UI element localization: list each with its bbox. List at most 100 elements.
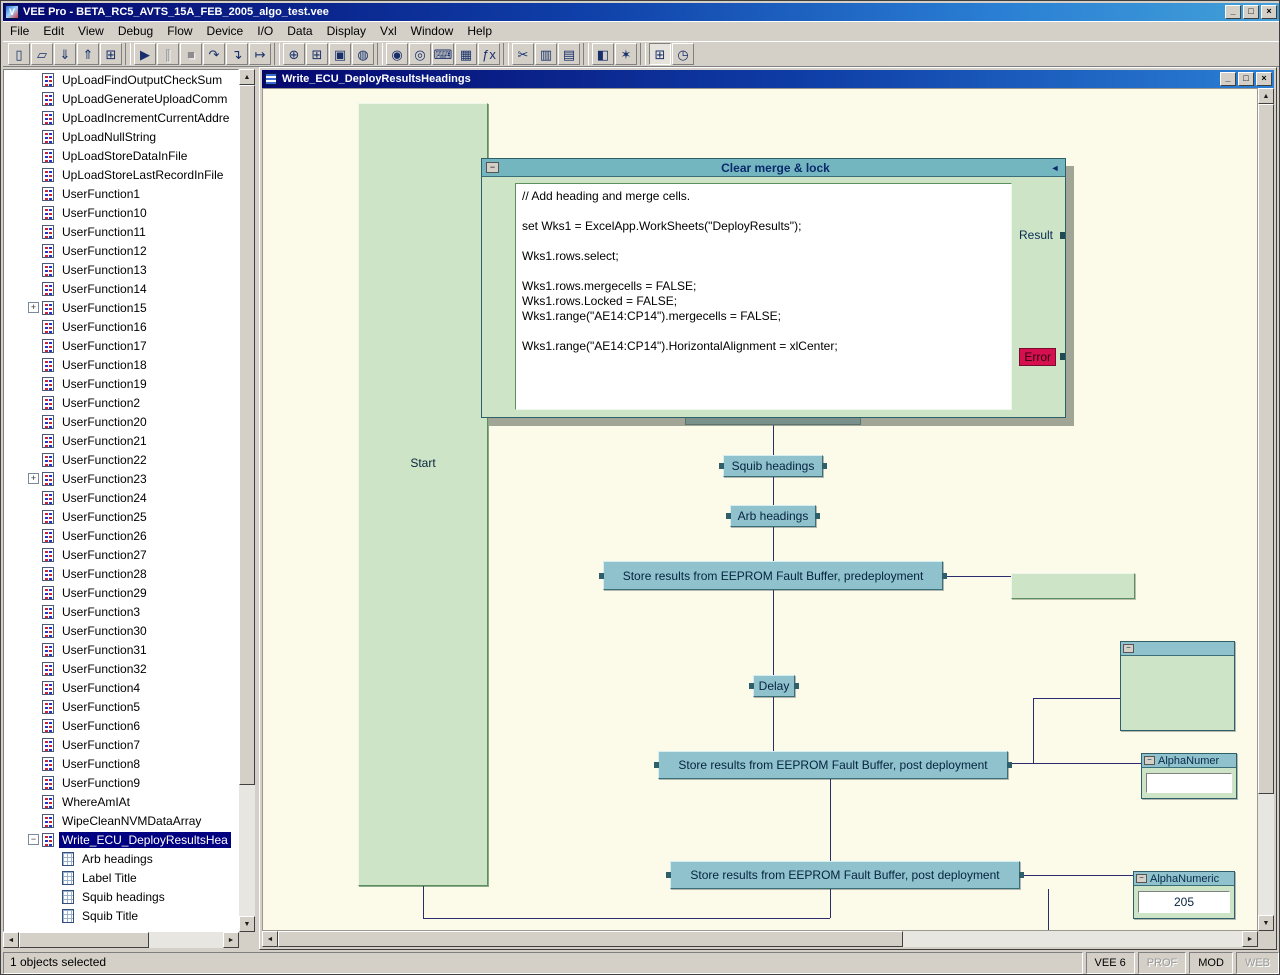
minimize-button[interactable]: _ (1225, 5, 1241, 19)
arb-headings-box[interactable]: Arb headings (730, 505, 816, 527)
collapsed-object[interactable]: − (1120, 641, 1235, 731)
tree-item[interactable]: WipeCleanNVMDataArray (4, 811, 238, 830)
result-display-box[interactable] (1011, 573, 1135, 599)
tree-item[interactable]: UserFunction14 (4, 279, 238, 298)
dialog-collapse-button[interactable]: − (486, 162, 499, 173)
tree-item[interactable]: UserFunction6 (4, 716, 238, 735)
pan-button[interactable]: ⊕ (283, 43, 305, 65)
tree-item[interactable]: Arb headings (4, 849, 238, 868)
alphanumeric-display-2[interactable]: −AlphaNumeric205 (1133, 871, 1235, 919)
function-tree[interactable]: UpLoadFindOutputCheckSumUpLoadGenerateUp… (3, 69, 239, 932)
menu-item-device[interactable]: Device (200, 22, 251, 40)
open-file-button[interactable]: ▱ (31, 43, 53, 65)
tree-item[interactable]: WhereAmIAt (4, 792, 238, 811)
scroll-up-icon[interactable]: ▲ (1258, 88, 1274, 104)
status-badge-prof[interactable]: PROF (1138, 952, 1187, 974)
tree-item[interactable]: −Write_ECU_DeployResultsHea (4, 830, 238, 849)
error-terminal[interactable] (1060, 353, 1065, 360)
tree-item[interactable]: UpLoadStoreLastRecordInFile (4, 165, 238, 184)
tree-item[interactable]: UpLoadStoreDataInFile (4, 146, 238, 165)
menu-item-io[interactable]: I/O (250, 22, 280, 40)
pause-button[interactable]: ∥ (157, 43, 179, 65)
print-button[interactable]: ⊞ (100, 43, 122, 65)
step-out-button[interactable]: ↦ (249, 43, 271, 65)
tree-item[interactable]: UpLoadIncrementCurrentAddre (4, 108, 238, 127)
result-pin[interactable]: Result (1015, 227, 1057, 243)
canvas-vscroll-thumb[interactable] (1258, 104, 1274, 794)
tree-item[interactable]: UserFunction5 (4, 697, 238, 716)
tree-item[interactable]: +UserFunction15 (4, 298, 238, 317)
tree-expander-icon[interactable]: + (28, 302, 39, 313)
tree-hscroll-thumb[interactable] (19, 932, 149, 948)
tree-item[interactable]: UpLoadGenerateUploadComm (4, 89, 238, 108)
tree-item[interactable]: UserFunction20 (4, 412, 238, 431)
save-file-button[interactable]: ⇓ (54, 43, 76, 65)
menu-item-debug[interactable]: Debug (111, 22, 160, 40)
object-titlebar[interactable]: − (1121, 642, 1234, 656)
capture-button[interactable]: ▦ (455, 43, 477, 65)
dialog-object-menu-icon[interactable]: ◄ (1048, 163, 1062, 173)
store-postdeployment-box-2[interactable]: Store results from EEPROM Fault Buffer, … (670, 861, 1020, 889)
tree-item[interactable]: UserFunction27 (4, 545, 238, 564)
find-button[interactable]: ◉ (386, 43, 408, 65)
status-badge-mod[interactable]: MOD (1189, 952, 1233, 974)
status-badge-vee6[interactable]: VEE 6 (1086, 952, 1135, 974)
formula-button[interactable]: ƒx (478, 43, 500, 65)
menu-item-window[interactable]: Window (404, 22, 461, 40)
tree-item[interactable]: UpLoadNullString (4, 127, 238, 146)
scroll-left-icon[interactable]: ◄ (3, 932, 19, 948)
tree-item[interactable]: UserFunction31 (4, 640, 238, 659)
timer-button[interactable]: ◷ (672, 43, 694, 65)
tree-item[interactable]: UpLoadFindOutputCheckSum (4, 70, 238, 89)
delay-box[interactable]: Delay (753, 675, 795, 697)
error-pin[interactable]: Error (1019, 348, 1056, 366)
tree-item[interactable]: UserFunction9 (4, 773, 238, 792)
mdi-close-button[interactable]: × (1256, 72, 1272, 86)
scroll-down-icon[interactable]: ▼ (239, 916, 255, 932)
tree-item[interactable]: +UserFunction23 (4, 469, 238, 488)
tree-item[interactable]: UserFunction26 (4, 526, 238, 545)
panel-view-button[interactable]: ⊞ (649, 43, 671, 65)
tree-vscroll-thumb[interactable] (239, 85, 255, 785)
object-titlebar[interactable]: −AlphaNumeric (1134, 872, 1234, 886)
menu-item-display[interactable]: Display (320, 22, 373, 40)
alphanumeric-display-1[interactable]: −AlphaNumer (1141, 753, 1237, 799)
canvas-hscroll-thumb[interactable] (278, 931, 903, 947)
tree-item[interactable]: UserFunction19 (4, 374, 238, 393)
tree-item[interactable]: UserFunction28 (4, 564, 238, 583)
object-titlebar[interactable]: −AlphaNumer (1142, 754, 1236, 768)
paste-button[interactable]: ▤ (558, 43, 580, 65)
clone-button[interactable]: ▣ (329, 43, 351, 65)
tree-expander-icon[interactable]: − (28, 834, 39, 845)
result-terminal[interactable] (1060, 232, 1065, 239)
collapse-button[interactable]: − (1144, 756, 1155, 765)
menu-item-file[interactable]: File (3, 22, 36, 40)
dialog-titlebar[interactable]: − Clear merge & lock ◄ (482, 159, 1065, 177)
mdi-restore-button[interactable]: □ (1238, 72, 1254, 86)
scroll-right-icon[interactable]: ► (1242, 931, 1258, 947)
copy-button[interactable]: ▥ (535, 43, 557, 65)
store-postdeployment-box-1[interactable]: Store results from EEPROM Fault Buffer, … (658, 751, 1008, 779)
tree-item[interactable]: UserFunction25 (4, 507, 238, 526)
tree-item[interactable]: UserFunction32 (4, 659, 238, 678)
add-object-button[interactable]: ⊞ (306, 43, 328, 65)
cut-button[interactable]: ✂ (512, 43, 534, 65)
tree-item[interactable]: Label Title (4, 868, 238, 887)
tree-item[interactable]: UserFunction16 (4, 317, 238, 336)
scroll-left-icon[interactable]: ◄ (262, 931, 278, 947)
tree-item[interactable]: UserFunction12 (4, 241, 238, 260)
clear-merge-lock-dialog[interactable]: − Clear merge & lock ◄ // Add heading an… (481, 158, 1066, 418)
collapse-button[interactable]: − (1136, 874, 1147, 883)
canvas-vertical-scrollbar[interactable]: ▲ ▼ (1258, 88, 1274, 931)
menu-item-data[interactable]: Data (280, 22, 319, 40)
tree-vertical-scrollbar[interactable]: ▲ ▼ (239, 69, 255, 932)
tree-item[interactable]: UserFunction1 (4, 184, 238, 203)
menu-item-edit[interactable]: Edit (36, 22, 71, 40)
web-button[interactable]: ◍ (352, 43, 374, 65)
mdi-minimize-button[interactable]: _ (1220, 72, 1236, 86)
breakpoints-button[interactable]: ✶ (615, 43, 637, 65)
tree-item[interactable]: UserFunction3 (4, 602, 238, 621)
start-object[interactable]: Start (358, 103, 488, 886)
tree-item[interactable]: UserFunction24 (4, 488, 238, 507)
status-badge-web[interactable]: WEB (1236, 952, 1279, 974)
